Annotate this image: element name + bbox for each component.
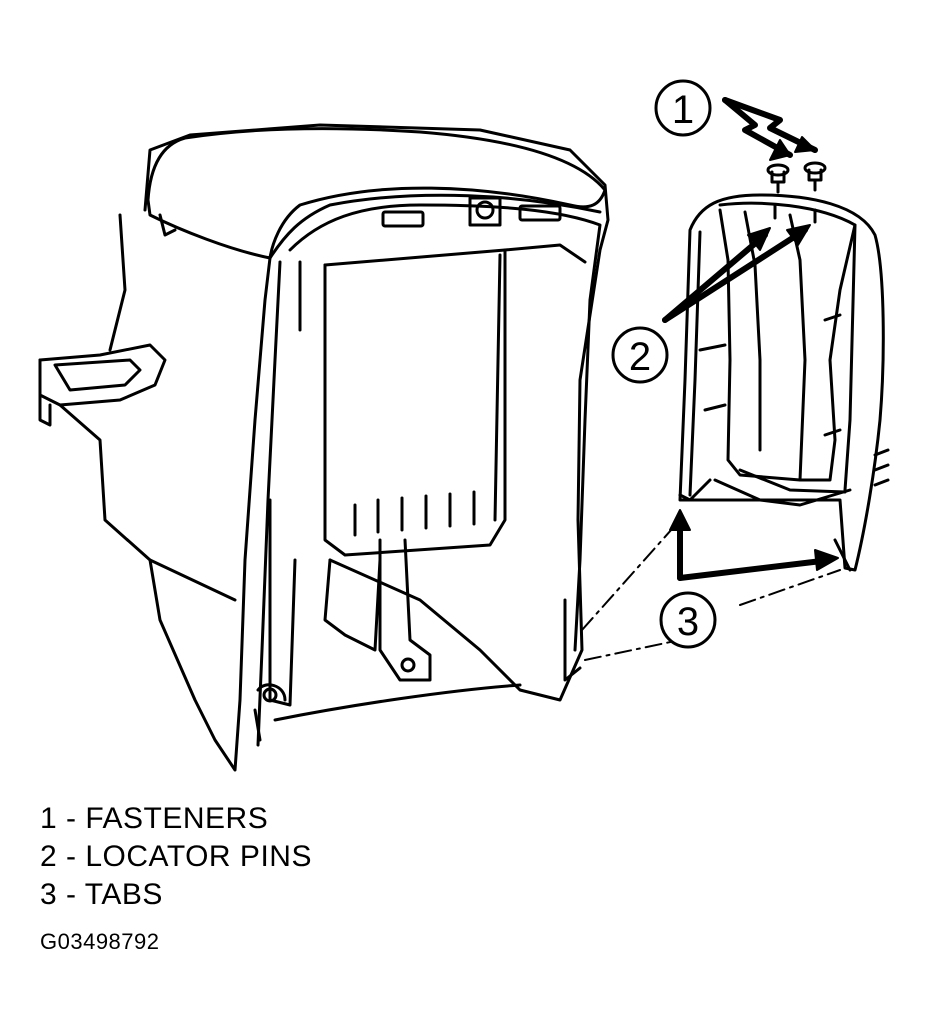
storage-bin [323, 243, 587, 557]
callout-3-number: 3 [677, 600, 699, 644]
console-armrest-diagram: 1 2 3 [38, 79, 890, 772]
arrow-2b [662, 227, 808, 323]
trim-panel-outer [678, 193, 885, 572]
armrest-lid [146, 127, 607, 260]
legend-item-tabs: 3 - TABS [40, 878, 163, 911]
callout-1-number: 1 [672, 88, 694, 132]
alignment-lines [581, 519, 841, 661]
legend-item-locator-pins: 2 - LOCATOR PINS [40, 840, 312, 873]
callout-3: 3 [659, 591, 717, 649]
armrest-front-face [148, 256, 272, 772]
figure-id: G03498792 [40, 929, 160, 954]
arrow-1b [722, 97, 818, 153]
callout-1: 1 [654, 79, 712, 137]
legend-item-fasteners: 1 - FASTENERS [40, 802, 269, 835]
callout-arrows [662, 97, 839, 581]
console-side-tray [38, 343, 167, 407]
callout-2-number: 2 [629, 335, 651, 379]
fasteners [766, 161, 827, 194]
legend: 1 - FASTENERS 2 - LOCATOR PINS 3 - TABS [40, 800, 312, 914]
removed-trim-panel [678, 193, 890, 572]
arrow-1 [722, 97, 793, 158]
console-assembly [38, 123, 610, 772]
callout-2: 2 [611, 326, 669, 384]
